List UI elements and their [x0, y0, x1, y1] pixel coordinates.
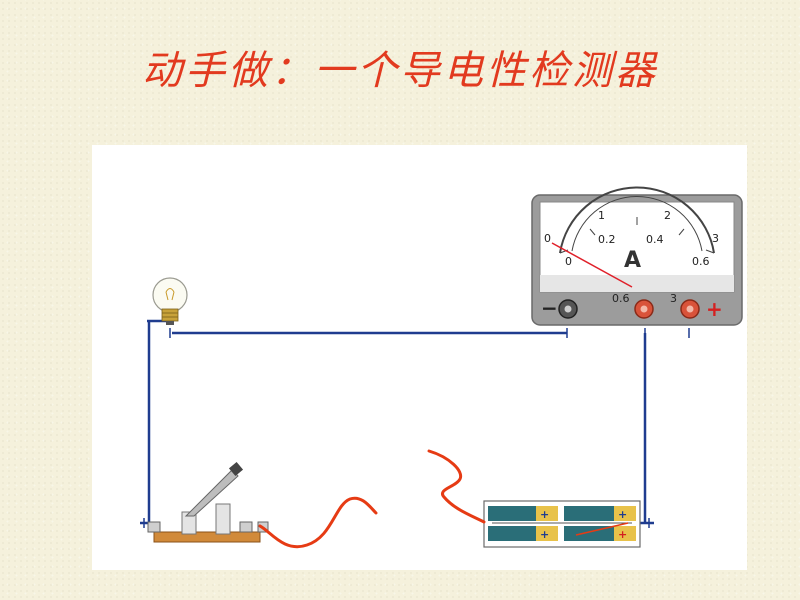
- terminal-pos-label: +: [706, 297, 723, 321]
- battery-cell: [488, 526, 558, 541]
- battery-pack-icon: + + + +: [483, 500, 641, 548]
- terminal-high-label: 3: [670, 292, 677, 305]
- battery-plus-1: +: [540, 508, 549, 521]
- ammeter-needle: [551, 242, 633, 288]
- ammeter-icon: 0 1 2 3 0 0.2 0.4 0.6 A − 0.6 3 +: [531, 186, 743, 326]
- circuit-wires: [140, 319, 654, 525]
- circuit-diagram: 0 1 2 3 0 0.2 0.4 0.6 A − 0.6 3 +: [140, 186, 743, 549]
- wire-ticks: [143, 328, 690, 528]
- terminal-neg-label: −: [541, 296, 558, 320]
- slide-title: 动手做：一个导电性检测器: [142, 48, 658, 94]
- scale-top-0: 0: [544, 232, 551, 245]
- battery-plus-3: +: [540, 528, 549, 541]
- scale-bottom-3: 0.6: [692, 255, 710, 268]
- battery-plus-2: +: [618, 508, 627, 521]
- ammeter-unit: A: [624, 248, 641, 273]
- scale-bottom-2: 0.4: [646, 233, 664, 246]
- battery-cell: [564, 506, 636, 521]
- scale-top-2: 2: [664, 209, 671, 222]
- battery-cell: [488, 506, 558, 521]
- scale-top-1: 1: [598, 209, 605, 222]
- circuit-panel: 0 1 2 3 0 0.2 0.4 0.6 A − 0.6 3 +: [92, 145, 747, 570]
- free-wire-left: [258, 496, 378, 549]
- battery-plus-4: +: [618, 528, 627, 541]
- ammeter-scale-ticks: [559, 217, 715, 254]
- scale-bottom-1: 0.2: [598, 233, 616, 246]
- scale-bottom-0: 0: [565, 255, 572, 268]
- light-bulb-icon: [152, 277, 188, 325]
- free-wire-right: [427, 449, 486, 524]
- knife-switch-icon: [147, 461, 269, 543]
- scale-top-3: 3: [712, 232, 719, 245]
- terminal-low-label: 0.6: [612, 292, 630, 305]
- battery-cell: [564, 526, 636, 541]
